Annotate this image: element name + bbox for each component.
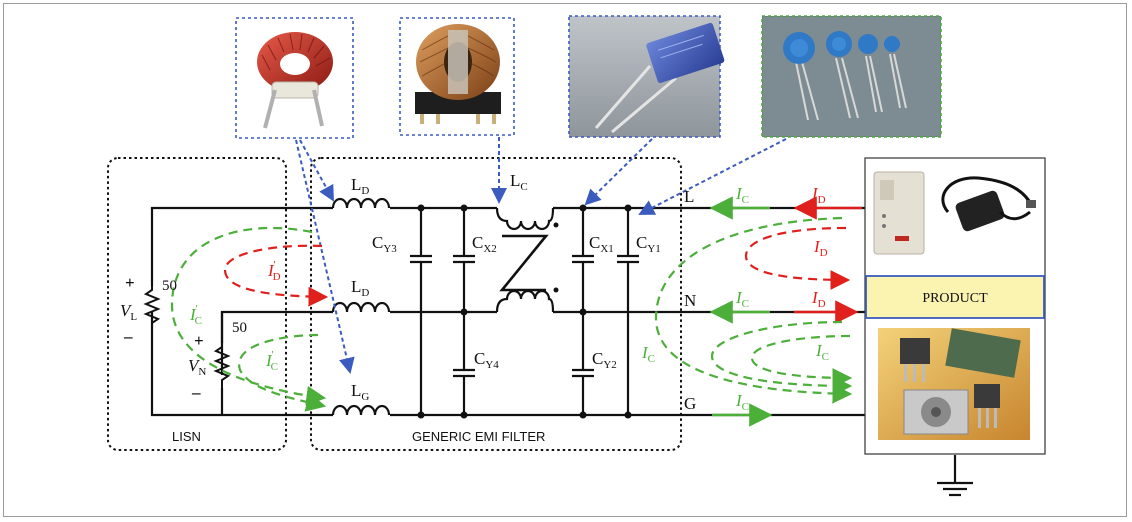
label-ld-line: LD: [351, 175, 369, 197]
label-vl: VL: [120, 301, 137, 323]
label-cy2: CY2: [592, 349, 617, 371]
y-capacitor-photo: [761, 15, 942, 138]
label-ic-prime-upper: I'C: [189, 303, 202, 327]
common-mode-choke-top-coil: [495, 207, 555, 231]
label-id-n: ID: [811, 288, 826, 310]
emi-filter-box: [310, 157, 682, 451]
product-block: PRODUCT: [864, 157, 1046, 455]
label-ic-prime-lower: I'C: [265, 349, 278, 373]
lisn-label: LISN: [172, 429, 201, 444]
emi-filter-label: GENERIC EMI FILTER: [412, 429, 545, 444]
label-vn: VN: [188, 356, 206, 378]
label-cx2: CX2: [472, 233, 497, 255]
label-line-g: G: [684, 394, 696, 413]
ic-loop-right-outer: [654, 216, 853, 404]
label-id-prime: I'D: [267, 259, 281, 283]
vn-plus: +: [194, 331, 204, 350]
common-mode-choke-photo: [399, 17, 515, 136]
product-label-box: [865, 275, 1045, 319]
ic-loop-right-mid: [710, 320, 853, 396]
label-ic-g: IC: [735, 391, 749, 413]
product-label: PRODUCT: [922, 291, 988, 306]
ups-photo: [873, 171, 925, 255]
lisn-resistor-vl: [143, 286, 161, 330]
label-line-n: N: [684, 291, 696, 310]
inductor-ld-line-coil: [331, 197, 391, 209]
label-line-l: L: [684, 187, 694, 206]
circuit-wiring: [150, 206, 973, 497]
label-ic-n: IC: [735, 288, 749, 310]
label-id-l: ID: [811, 184, 826, 206]
label-ic-loop-right: IC: [815, 341, 829, 363]
label-lc: LC: [510, 171, 528, 193]
label-r2: 50: [232, 320, 247, 336]
label-cy1: CY1: [636, 233, 661, 255]
ic-loop-right-inner: [750, 334, 853, 388]
lisn-resistor-vn: [213, 343, 231, 388]
vl-minus: –: [123, 327, 133, 346]
common-mode-choke-core: [499, 234, 549, 292]
label-ic-l: IC: [735, 184, 749, 206]
lisn-box: [107, 157, 287, 451]
toroid-choke-photo: [235, 17, 354, 139]
id-prime-loop: [223, 244, 329, 307]
label-cy3: CY3: [372, 233, 397, 255]
label-ic-loop-left: IC: [641, 343, 655, 365]
label-cx1: CX1: [589, 233, 614, 255]
junction-dots: [417, 204, 632, 419]
pointer-toroid-lg: [295, 139, 355, 374]
electronics-photo: [878, 328, 1030, 440]
ic-prime-loop-outer: [170, 226, 327, 406]
id-loop-right: [744, 226, 851, 290]
common-mode-choke-bottom-coil: [495, 289, 555, 313]
power-adapter-photo: [941, 176, 1036, 232]
vn-minus: –: [191, 383, 201, 402]
label-ld-neutral: LD: [351, 277, 369, 299]
x-capacitor-photo: [568, 15, 725, 138]
pointer-xcap: [584, 138, 653, 206]
label-cy4: CY4: [474, 349, 499, 371]
pointer-toroid-ld: [299, 139, 334, 202]
inductor-lg-coil: [331, 404, 391, 416]
figure-frame: [3, 3, 1127, 517]
vl-plus: +: [125, 273, 135, 292]
label-r1: 50: [162, 278, 177, 294]
inductor-ld-neutral-coil: [331, 301, 391, 313]
pointer-ycap: [638, 138, 787, 215]
label-id-loop: ID: [813, 237, 828, 259]
ic-prime-loop-inner: [238, 333, 327, 412]
label-lg: LG: [351, 381, 369, 403]
